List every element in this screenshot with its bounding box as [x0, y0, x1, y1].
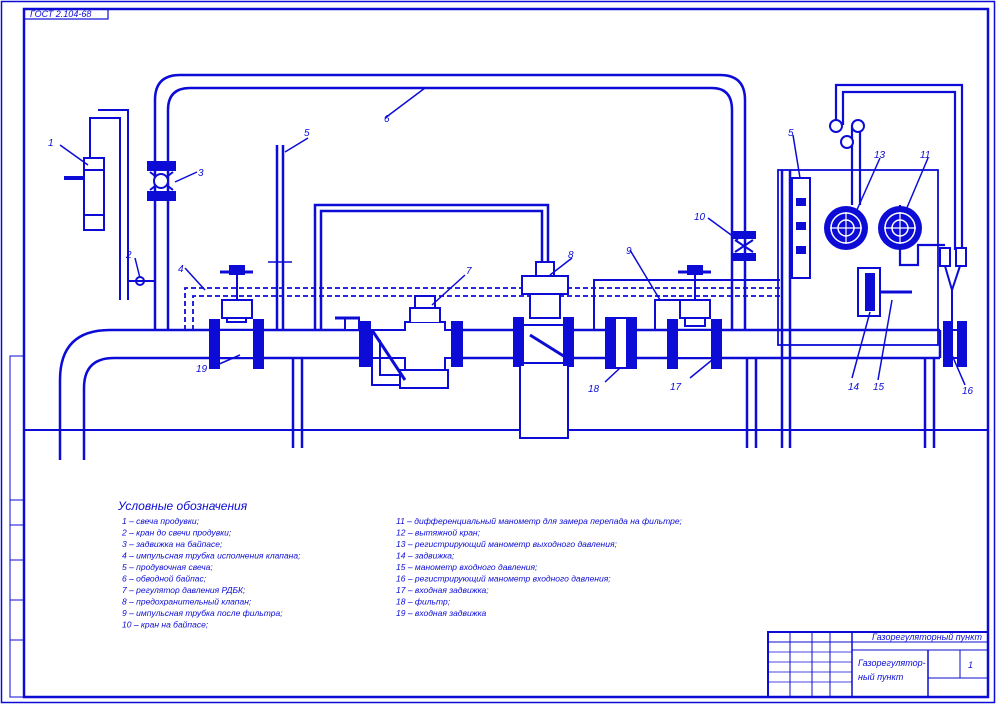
- title-block: [767, 631, 989, 698]
- bypass-gate-valve: [147, 161, 176, 201]
- gauge-valves-16: [939, 247, 967, 325]
- legend-item: 19 – входная задвижка: [396, 608, 487, 618]
- legend-item: 16 – регистрирующий манометр входного да…: [396, 574, 611, 584]
- title-block-sheet: 1: [968, 660, 973, 670]
- legend-item: 3 – задвижка на байпасе;: [122, 539, 223, 549]
- label-17: 17: [670, 382, 682, 393]
- outlet-flanges: [943, 321, 967, 367]
- main-gas-pipeline: [58, 328, 942, 460]
- safety-relief-valve: [513, 261, 574, 439]
- label-4: 4: [178, 264, 184, 275]
- top-left-stamp-text: ГОСТ 2.104-68: [30, 9, 91, 19]
- position-labels: 1 2 3 4 5 6 7 8 9 10 11 12 13 14 15 16 1…: [48, 114, 974, 397]
- gauge-valve-right: [851, 119, 865, 133]
- label-10: 10: [694, 212, 706, 223]
- drawing-frame: [22, 7, 990, 699]
- legend: Условные обозначения 1 – свеча продувки;…: [117, 499, 683, 630]
- label-1: 1: [48, 138, 54, 149]
- label-8: 8: [568, 250, 574, 261]
- label-13: 13: [874, 150, 886, 161]
- label-19: 19: [196, 364, 208, 375]
- label-2: 2: [125, 250, 132, 261]
- pipe-supports: [291, 170, 936, 448]
- legend-item: 14 – задвижка;: [396, 551, 455, 561]
- legend-right-column: 11 – дифференциальный манометр для замер…: [396, 516, 683, 618]
- legend-item: 6 – обводной байпас;: [122, 574, 207, 584]
- purge-tap: [128, 276, 155, 286]
- legend-item: 18 – фильтр;: [396, 597, 451, 607]
- label-14: 14: [848, 382, 860, 393]
- exhaust-tap: [732, 231, 756, 261]
- legend-item: 7 – регулятор давления РДБК;: [122, 585, 246, 595]
- impulse-lines: [184, 287, 780, 330]
- pressure-regulator-rdbk: [335, 295, 463, 389]
- label-3: 3: [198, 168, 204, 179]
- top-left-stamp: [23, 8, 109, 20]
- title-block-name-line1: Газорегулятор-: [858, 658, 926, 668]
- legend-item: 11 – дифференциальный манометр для замер…: [396, 516, 683, 526]
- title-block-name-line2: ный пункт: [858, 672, 904, 682]
- legend-item: 10 – кран на байпасе;: [122, 620, 209, 630]
- label-18: 18: [588, 384, 600, 395]
- label-11: 11: [920, 150, 930, 161]
- gauge-valve-left: [829, 119, 843, 133]
- legend-item: 1 – свеча продувки;: [122, 516, 200, 526]
- legend-left-column: 1 – свеча продувки; 2 – кран до свечи про…: [121, 516, 301, 630]
- legend-item: 8 – предохранительный клапан;: [122, 597, 252, 607]
- label-7: 7: [466, 266, 472, 277]
- legend-item: 17 – входная задвижка;: [396, 585, 489, 595]
- title-block-stamp: Газорегуляторный пункт: [872, 632, 982, 642]
- label-6: 6: [384, 114, 390, 125]
- legend-item: 15 – манометр входного давления;: [396, 562, 538, 572]
- legend-item: 4 – импульсная трубка исполнения клапана…: [122, 551, 301, 561]
- legend-title: Условные обозначения: [117, 499, 248, 513]
- label-5: 5: [304, 128, 310, 139]
- outlet-impulse-line: [593, 279, 780, 330]
- gas-filter: [605, 317, 637, 369]
- legend-item: 12 – вытяжной кран;: [396, 528, 481, 538]
- legend-item: 9 – импульсная трубка после фильтра;: [122, 608, 283, 618]
- leader-lines: [59, 87, 966, 386]
- recording-manometer-14: [857, 267, 912, 317]
- legend-item: 13 – регистрирующий манометр выходного д…: [396, 539, 618, 549]
- legend-item: 2 – кран до свечи продувки;: [121, 528, 232, 538]
- pressure-gauge-13: [824, 206, 868, 250]
- pressure-gauge-11: [878, 206, 922, 250]
- instrument-cabinet: [777, 169, 939, 346]
- bypass-line: [153, 73, 747, 330]
- regulator-command-line: [313, 203, 550, 330]
- label-16: 16: [962, 386, 974, 397]
- purge-candle: [64, 109, 129, 300]
- label-15: 15: [873, 382, 885, 393]
- left-margin-strip: [9, 355, 25, 698]
- outlet-gate-valve-17: [667, 265, 722, 369]
- legend-item: 5 – продувочная свеча;: [122, 562, 213, 572]
- inlet-gate-valve-19: [209, 265, 264, 369]
- label-9: 9: [626, 246, 632, 257]
- label-cabinet: 5: [788, 128, 794, 139]
- vent-candle: [268, 145, 292, 330]
